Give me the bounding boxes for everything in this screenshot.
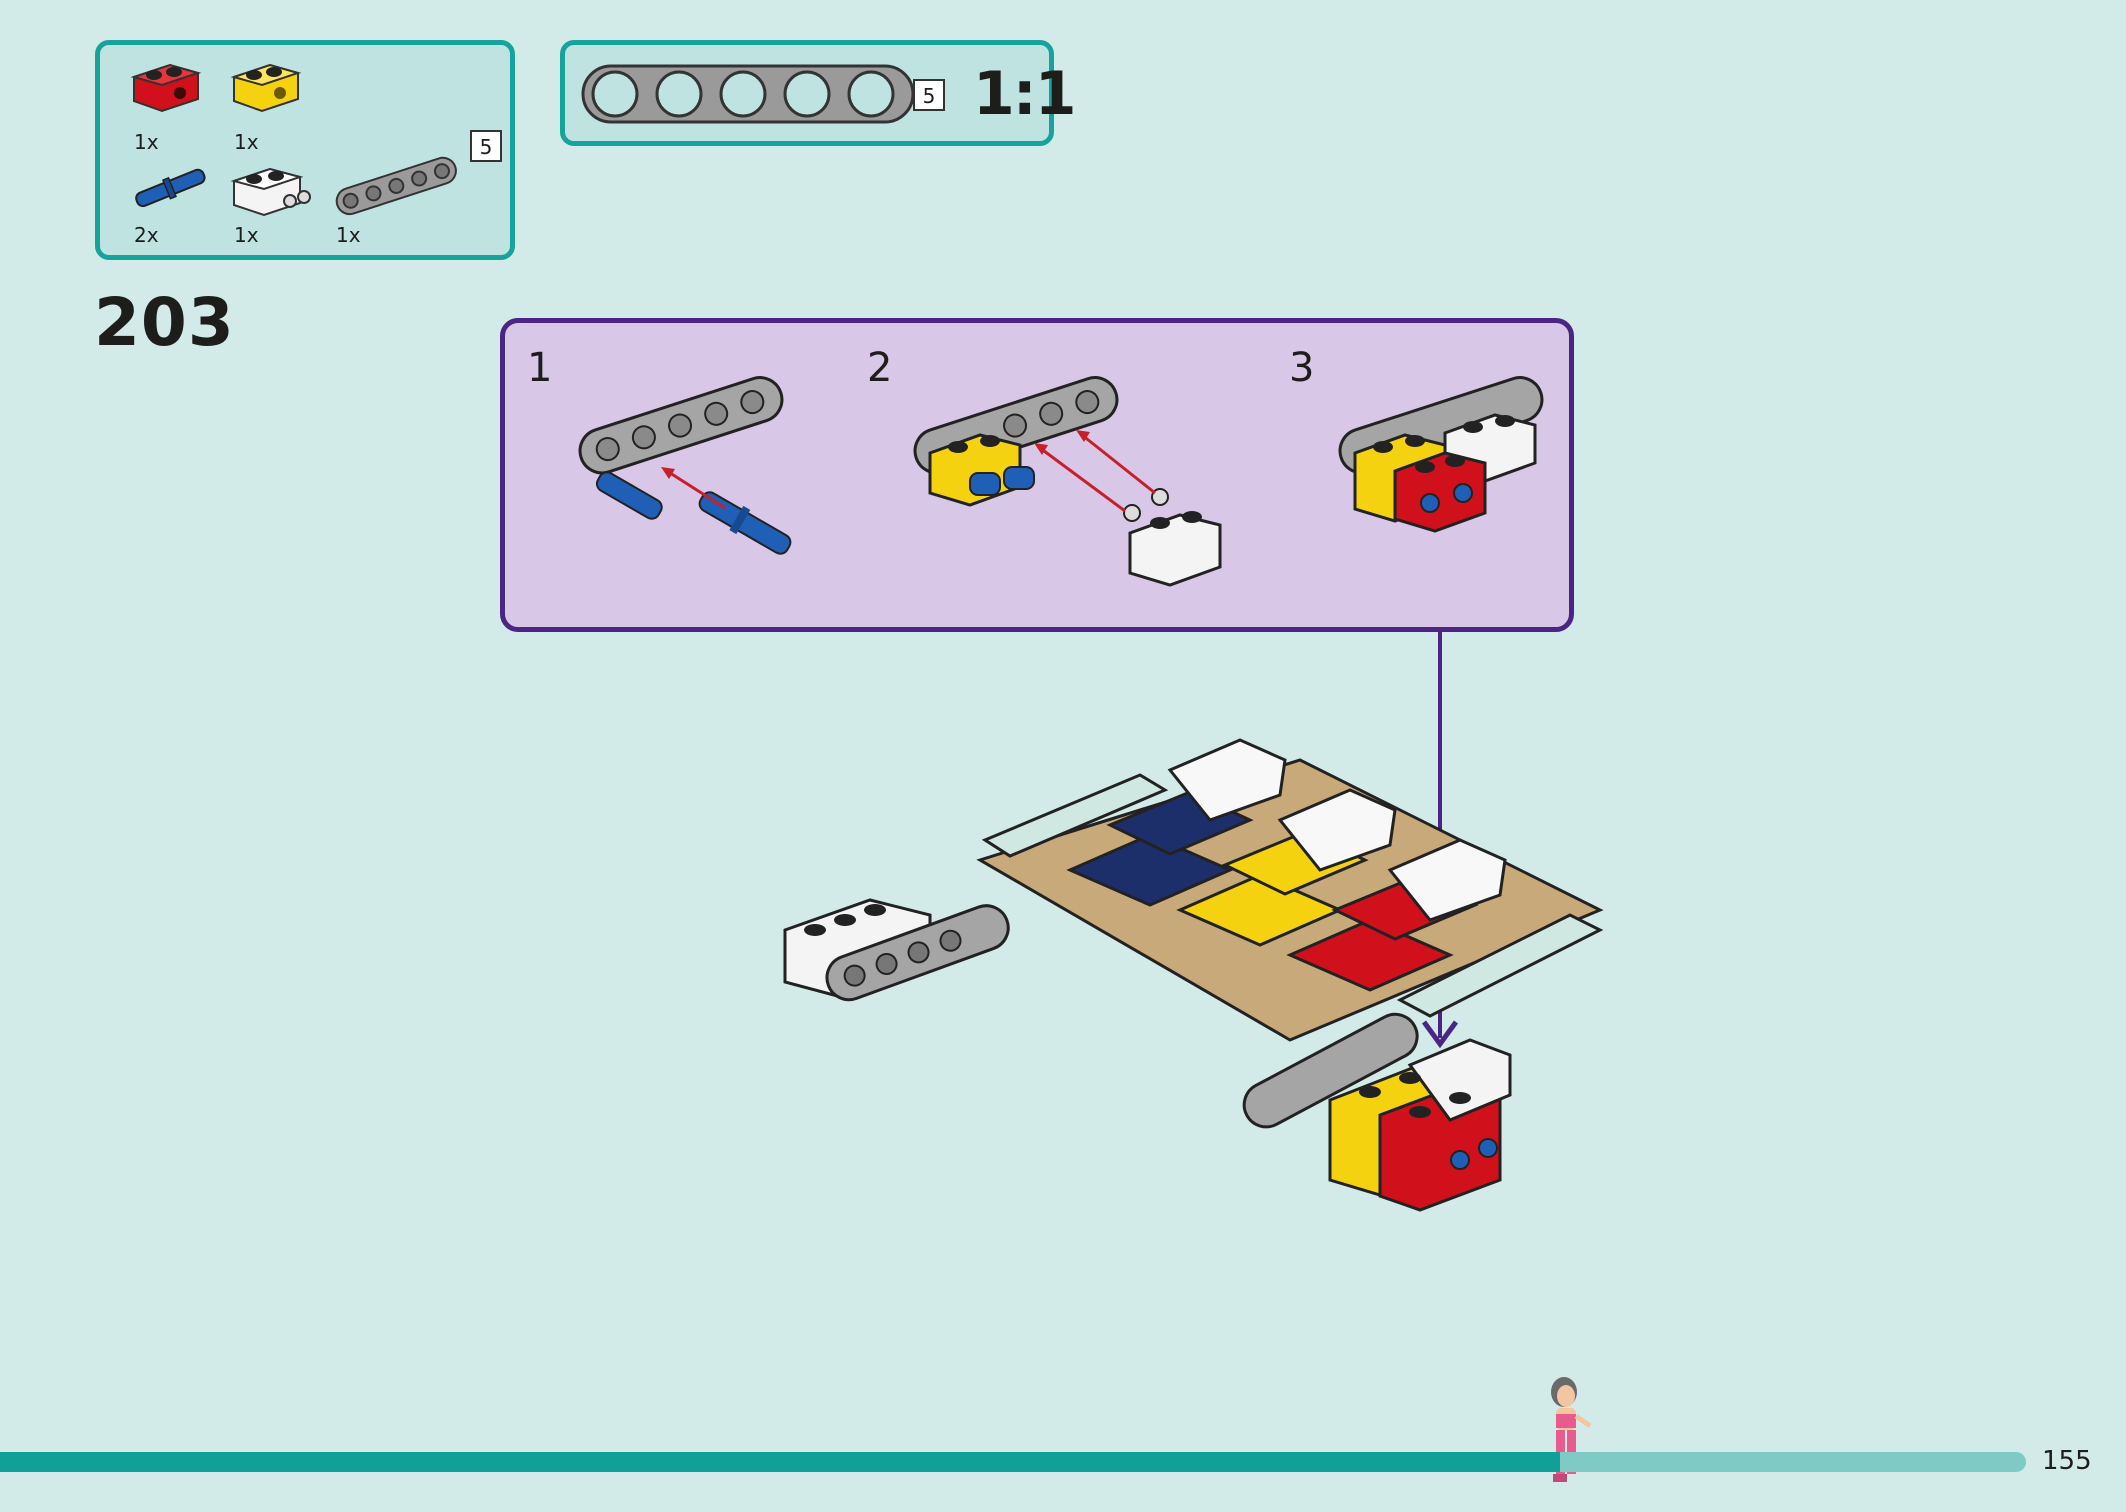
progress-fill [0,1452,1560,1472]
scale-ratio: 1:1 [973,59,1076,129]
sub-step-number: 1 [527,345,553,391]
blue-pin-icon [135,168,206,208]
scale-length-label: 5 [913,79,945,111]
red-brick-qty: 1x [134,130,159,154]
beam-length-label: 5 [470,130,502,162]
scale-reference-box: 5 1:1 [560,40,1076,146]
sub-step-number: 2 [867,345,893,391]
sub-step-3-illustration [1338,376,1544,533]
page-number: 155 [2042,1446,2092,1476]
sub-step-number: 3 [1289,345,1315,391]
sub-step-2-illustration [913,376,1222,587]
main-model-illustration [783,738,1604,1212]
step-number: 203 [94,284,235,361]
subassembly-callout: 1 2 3 [500,318,1574,632]
yellow-brick-qty: 1x [234,130,259,154]
sub-step-1-illustration [578,376,792,555]
beam-scale-icon [581,64,915,124]
blue-pin-qty: 2x [134,223,159,247]
red-technic-brick-icon [130,63,202,113]
yellow-technic-brick-icon [230,63,302,113]
white-brick-with-pins-icon [230,167,311,217]
parts-list-box: 1x 1x 2x 1x 1x 5 [95,40,515,260]
gray-beam-qty: 1x [336,223,361,247]
gray-technic-beam-icon [335,156,457,216]
white-brick-qty: 1x [234,223,259,247]
